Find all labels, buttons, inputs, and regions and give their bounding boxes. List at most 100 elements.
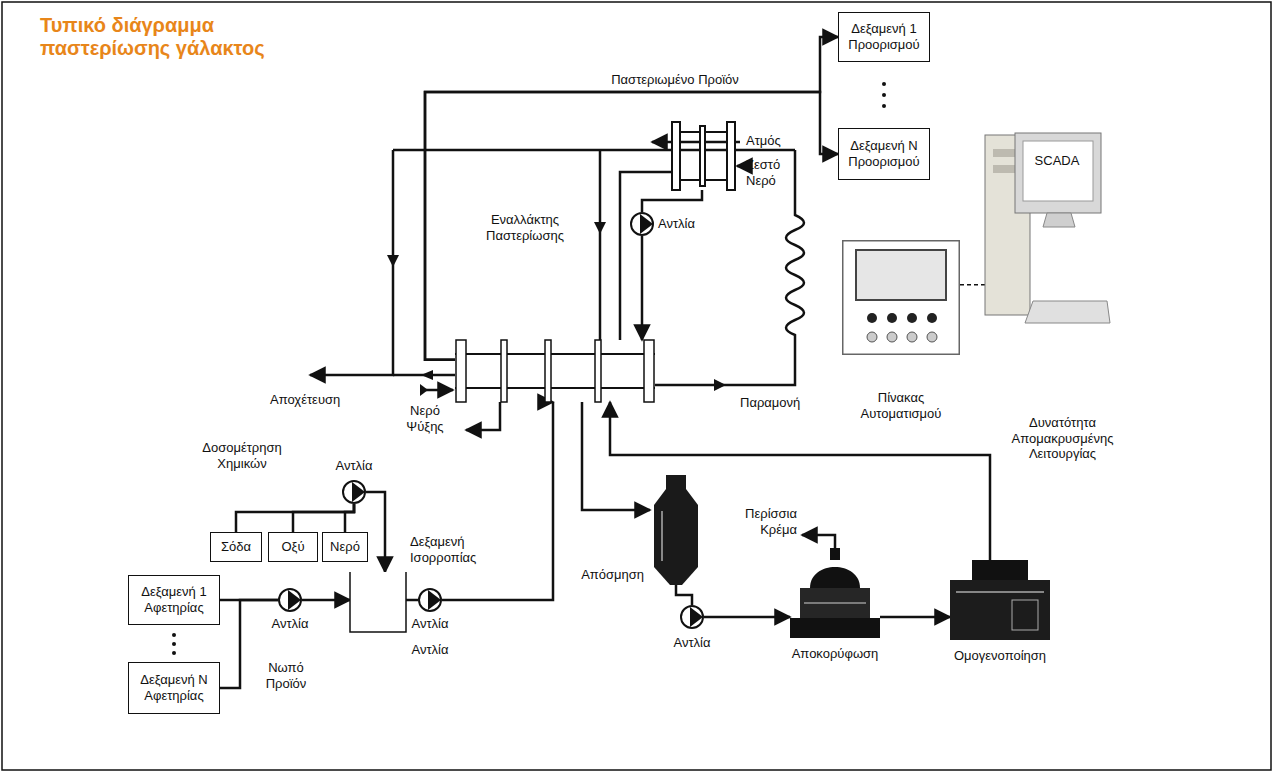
node-caption: Αντλία bbox=[332, 458, 376, 474]
pipe-connector bbox=[960, 284, 985, 286]
box-label: Δεξαμενή Ν Προορισμού bbox=[839, 138, 929, 169]
box-label: Σόδα bbox=[218, 539, 254, 555]
node-caption: SCADA bbox=[1023, 153, 1091, 169]
pipe-line bbox=[466, 402, 500, 430]
pump-symbol-outline bbox=[680, 605, 704, 629]
flow-label: Νωπό Προϊόν bbox=[256, 660, 316, 691]
pump-symbol-outline bbox=[630, 212, 654, 236]
heat-exchanger-part bbox=[501, 340, 507, 402]
pump-symbol-outline bbox=[418, 588, 442, 612]
deaerator-tower-part bbox=[661, 511, 663, 561]
flow-label: Δοσομέτρηση Χημικών bbox=[192, 440, 292, 471]
balance-tank: Δεξαμενή Ισορροπίας bbox=[350, 572, 406, 632]
box-label: Δεξαμενή 1 Αφετηρίας bbox=[129, 584, 219, 615]
ellipsis-dots bbox=[882, 93, 886, 97]
automation-panel-part bbox=[907, 313, 917, 323]
automation-panel-part bbox=[856, 250, 946, 300]
pump-symbol-outline bbox=[278, 588, 302, 612]
scada-computer: SCADAΔυνατότητα Απομακρυσμένης Λειτουργί… bbox=[985, 115, 1110, 330]
scada-computer-part bbox=[1015, 133, 1101, 213]
chemical-tank: Σόδα bbox=[210, 532, 262, 562]
automation-panel-part bbox=[907, 332, 917, 342]
flow-arrowhead bbox=[714, 379, 726, 391]
separator-machine-part bbox=[830, 548, 840, 560]
separator-machine: Αποκορύφωση bbox=[790, 548, 880, 638]
pipe-line bbox=[737, 165, 742, 168]
automation-panel-outline bbox=[842, 240, 960, 355]
pump-symbol-part bbox=[690, 607, 703, 627]
pipe-connector bbox=[442, 402, 553, 600]
pipe-connector bbox=[236, 504, 354, 532]
pump-symbol-part bbox=[279, 589, 301, 611]
node-caption: Αντλία bbox=[406, 616, 454, 632]
tank-box: Δεξαμενή Ν Αφετηρίας bbox=[128, 662, 220, 714]
scada-computer-outline bbox=[985, 115, 1110, 330]
flow-label: Αποχέτευση bbox=[270, 392, 360, 408]
balance-tank-outline bbox=[350, 572, 406, 632]
pipe-line bbox=[642, 190, 702, 212]
flow-arrowhead bbox=[594, 222, 606, 234]
heat-exchanger-part bbox=[595, 340, 601, 402]
pipe-connector bbox=[293, 504, 354, 532]
automation-panel-part bbox=[867, 332, 877, 342]
node-caption: Δεξαμενή Ισορροπίας bbox=[410, 534, 500, 565]
flow-label: Περίσσια Κρέμα bbox=[735, 506, 797, 537]
chemical-tank: Νερό bbox=[322, 532, 368, 562]
pipe-connector bbox=[641, 236, 644, 340]
flow-label: Ζεστό Νερό bbox=[746, 157, 792, 188]
heat-exchanger: Εναλλάκτης Παστερίωσης bbox=[455, 340, 655, 402]
box-label: Δεξαμενή Ν Αφετηρίας bbox=[129, 672, 219, 703]
automation-panel-part bbox=[843, 241, 960, 355]
flow-arrowhead bbox=[421, 370, 433, 380]
heat-exchanger-part bbox=[455, 353, 655, 355]
node-caption: Αντλία bbox=[668, 635, 716, 651]
ellipsis-dots bbox=[172, 651, 176, 655]
pump-symbol-part bbox=[681, 606, 703, 628]
pump-symbol-part bbox=[428, 590, 441, 610]
pipe-connector bbox=[406, 599, 418, 602]
automation-panel-part bbox=[887, 332, 897, 342]
separator-machine-part bbox=[810, 567, 860, 588]
steam-heater bbox=[672, 122, 680, 190]
separator-machine-outline bbox=[790, 548, 880, 638]
pump-symbol-part bbox=[640, 214, 653, 234]
diagram-title: Τυπικό διάγραμμα παστερίωσης γάλακτος bbox=[40, 14, 320, 60]
homogenizer-machine-part bbox=[950, 580, 1050, 640]
pump-symbol: Αντλία bbox=[680, 605, 704, 629]
balance-tank-part bbox=[350, 572, 406, 632]
pipe-connector bbox=[704, 616, 790, 619]
steam-heater bbox=[727, 122, 735, 190]
pump-symbol: Αντλία bbox=[630, 212, 654, 236]
pipe-connector bbox=[425, 37, 838, 360]
pump-symbol-part bbox=[343, 481, 365, 503]
pump-symbol-part bbox=[631, 213, 653, 235]
automation-panel-part bbox=[927, 313, 937, 323]
homogenizer-machine-outline bbox=[950, 560, 1050, 640]
heat-exchanger-part bbox=[455, 387, 655, 389]
box-label: Νερό bbox=[327, 539, 363, 555]
automation-panel-part bbox=[927, 332, 937, 342]
ellipsis-dots bbox=[172, 642, 176, 646]
separator-machine-part bbox=[804, 602, 866, 604]
node-caption: Αντλία bbox=[658, 216, 708, 232]
flow-label: Παστεριωμένο Προϊόν bbox=[575, 72, 775, 88]
pipe-line bbox=[802, 535, 835, 548]
flow-arrowhead bbox=[387, 222, 726, 396]
flow-label: Ατμός bbox=[746, 133, 796, 149]
pump-symbol-part bbox=[288, 590, 301, 610]
pump-symbol-outline bbox=[342, 480, 366, 504]
steam-heater bbox=[672, 122, 735, 190]
homogenizer-machine-part bbox=[956, 591, 1044, 593]
separator-machine-part bbox=[800, 588, 870, 618]
node-caption: Δυνατότητα Απομακρυσμένης Λειτουργίας bbox=[1000, 415, 1125, 462]
ellipsis-dots bbox=[882, 82, 886, 86]
node-caption: Αποκορύφωση bbox=[785, 646, 885, 662]
heat-exchanger-outline bbox=[455, 340, 655, 402]
heat-exchanger-part bbox=[644, 340, 654, 402]
separator-machine-part bbox=[790, 618, 880, 638]
pump-symbol: Αντλία bbox=[342, 480, 366, 504]
scada-computer-part bbox=[1043, 213, 1075, 227]
flow-label: Αντλία bbox=[406, 642, 454, 658]
